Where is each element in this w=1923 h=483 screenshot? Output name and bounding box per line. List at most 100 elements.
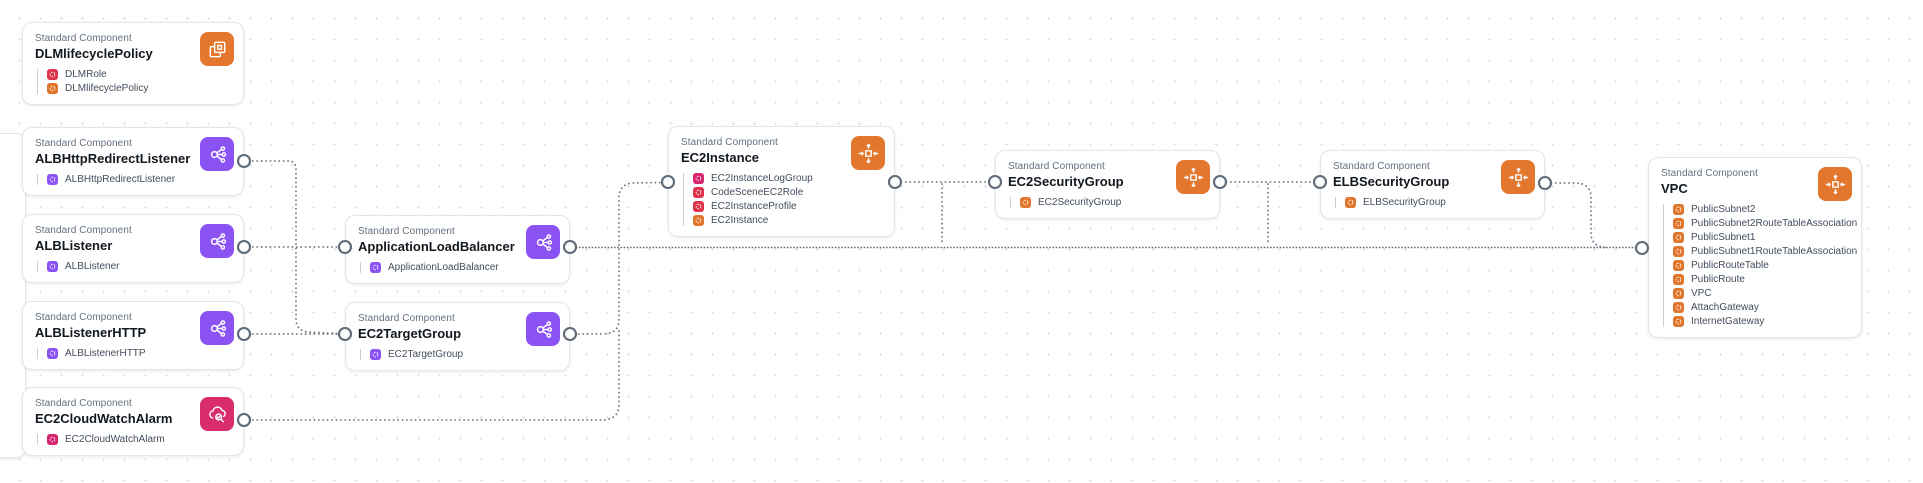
resource-item[interactable]: DLMlifecyclePolicy (47, 83, 231, 94)
lifecycle-policy-icon (200, 32, 234, 66)
resource-icon (1673, 232, 1684, 243)
resource-item[interactable]: InternetGateway (1673, 316, 1849, 327)
resource-item[interactable]: ALBListenerHTTP (47, 348, 231, 359)
resource-item[interactable]: EC2CloudWatchAlarm (47, 434, 231, 445)
resource-item[interactable]: CodeSceneEC2Role (693, 187, 882, 198)
connection-port[interactable] (236, 239, 252, 255)
resource-label: EC2Instance (711, 215, 769, 226)
resource-item[interactable]: AttachGateway (1673, 302, 1849, 313)
component-title: ApplicationLoadBalancer (358, 239, 515, 254)
resource-item[interactable]: EC2SecurityGroup (1020, 197, 1207, 208)
component-kind-label: Standard Component (1008, 161, 1105, 172)
resource-item[interactable]: ALBHttpRedirectListener (47, 174, 231, 185)
connection-port[interactable] (562, 326, 578, 342)
resource-icon (693, 173, 704, 184)
edge-ec2targetgroup-ec2instance[interactable] (569, 181, 667, 335)
resource-icon (1673, 204, 1684, 215)
resource-list: ELBSecurityGroup (1335, 197, 1532, 208)
connection-port[interactable] (887, 174, 903, 190)
resource-item[interactable]: ALBListener (47, 261, 231, 272)
resource-item[interactable]: PublicSubnet1 (1673, 232, 1849, 243)
load-balancer-icon (200, 137, 234, 171)
resource-item[interactable]: EC2TargetGroup (370, 349, 557, 360)
resource-label: InternetGateway (1691, 316, 1765, 327)
resource-item[interactable]: PublicRoute (1673, 274, 1849, 285)
load-balancer-icon (526, 225, 560, 259)
resource-item[interactable]: ELBSecurityGroup (1345, 197, 1532, 208)
resource-label: ALBListenerHTTP (65, 348, 146, 359)
component-title: EC2Instance (681, 150, 760, 165)
connection-port[interactable] (236, 412, 252, 428)
resource-item[interactable]: ApplicationLoadBalancer (370, 262, 557, 273)
component-kind-label: Standard Component (35, 312, 132, 323)
resource-item[interactable]: EC2InstanceLogGroup (693, 173, 882, 184)
resource-label: EC2InstanceProfile (711, 201, 797, 212)
connection-port[interactable] (337, 326, 353, 342)
resource-icon (47, 348, 58, 359)
connection-port[interactable] (337, 239, 353, 255)
connection-port[interactable] (236, 153, 252, 169)
resource-icon (1673, 288, 1684, 299)
resource-icon (1673, 246, 1684, 257)
component-kind-label: Standard Component (681, 137, 778, 148)
resource-item[interactable]: PublicSubnet2RouteTableAssociation (1673, 218, 1857, 229)
connection-port[interactable] (1212, 174, 1228, 190)
resource-icon (370, 349, 381, 360)
resource-icon (47, 174, 58, 185)
resource-icon (47, 83, 58, 94)
component-kind-label: Standard Component (35, 225, 132, 236)
component-title: ELBSecurityGroup (1333, 174, 1450, 189)
load-balancer-icon (200, 311, 234, 345)
component-kind-label: Standard Component (1333, 161, 1430, 172)
component-title: DLMlifecyclePolicy (35, 46, 153, 61)
resource-icon (693, 201, 704, 212)
resource-item[interactable]: PublicRouteTable (1673, 260, 1849, 271)
resource-label: DLMlifecyclePolicy (65, 83, 149, 94)
edge-albhttpredirectlistener-ec2targetgroup[interactable] (243, 160, 346, 335)
component-title: VPC (1661, 181, 1688, 196)
connection-port[interactable] (1312, 174, 1328, 190)
connection-port[interactable] (1634, 240, 1650, 256)
ec2-instance-icon (851, 136, 885, 170)
component-kind-label: Standard Component (35, 138, 132, 149)
connection-port[interactable] (562, 239, 578, 255)
offscreen-card-fragment[interactable] (0, 133, 26, 458)
resource-item[interactable]: EC2Instance (693, 215, 882, 226)
connection-port[interactable] (660, 174, 676, 190)
connection-port[interactable] (1537, 175, 1553, 191)
connection-port[interactable] (236, 326, 252, 342)
edge-elbsecuritygroup-bus[interactable] (1546, 182, 1606, 249)
resource-icon (693, 215, 704, 226)
resource-item[interactable]: PublicSubnet2 (1673, 204, 1849, 215)
connection-port[interactable] (987, 174, 1003, 190)
security-group-icon (1176, 160, 1210, 194)
resource-icon (1673, 260, 1684, 271)
resource-icon (1673, 218, 1684, 229)
resource-item[interactable]: PublicSubnet1RouteTableAssociation (1673, 246, 1857, 257)
component-kind-label: Standard Component (35, 33, 132, 44)
resource-icon (370, 262, 381, 273)
resource-label: ApplicationLoadBalancer (388, 262, 499, 273)
resource-item[interactable]: VPC (1673, 288, 1849, 299)
resource-icon (1673, 302, 1684, 313)
resource-label: CodeSceneEC2Role (711, 187, 804, 198)
resource-label: EC2SecurityGroup (1038, 197, 1122, 208)
resource-item[interactable]: EC2InstanceProfile (693, 201, 882, 212)
resource-item[interactable]: DLMRole (47, 69, 231, 80)
resource-list: EC2TargetGroup (360, 349, 557, 360)
resource-icon (693, 187, 704, 198)
